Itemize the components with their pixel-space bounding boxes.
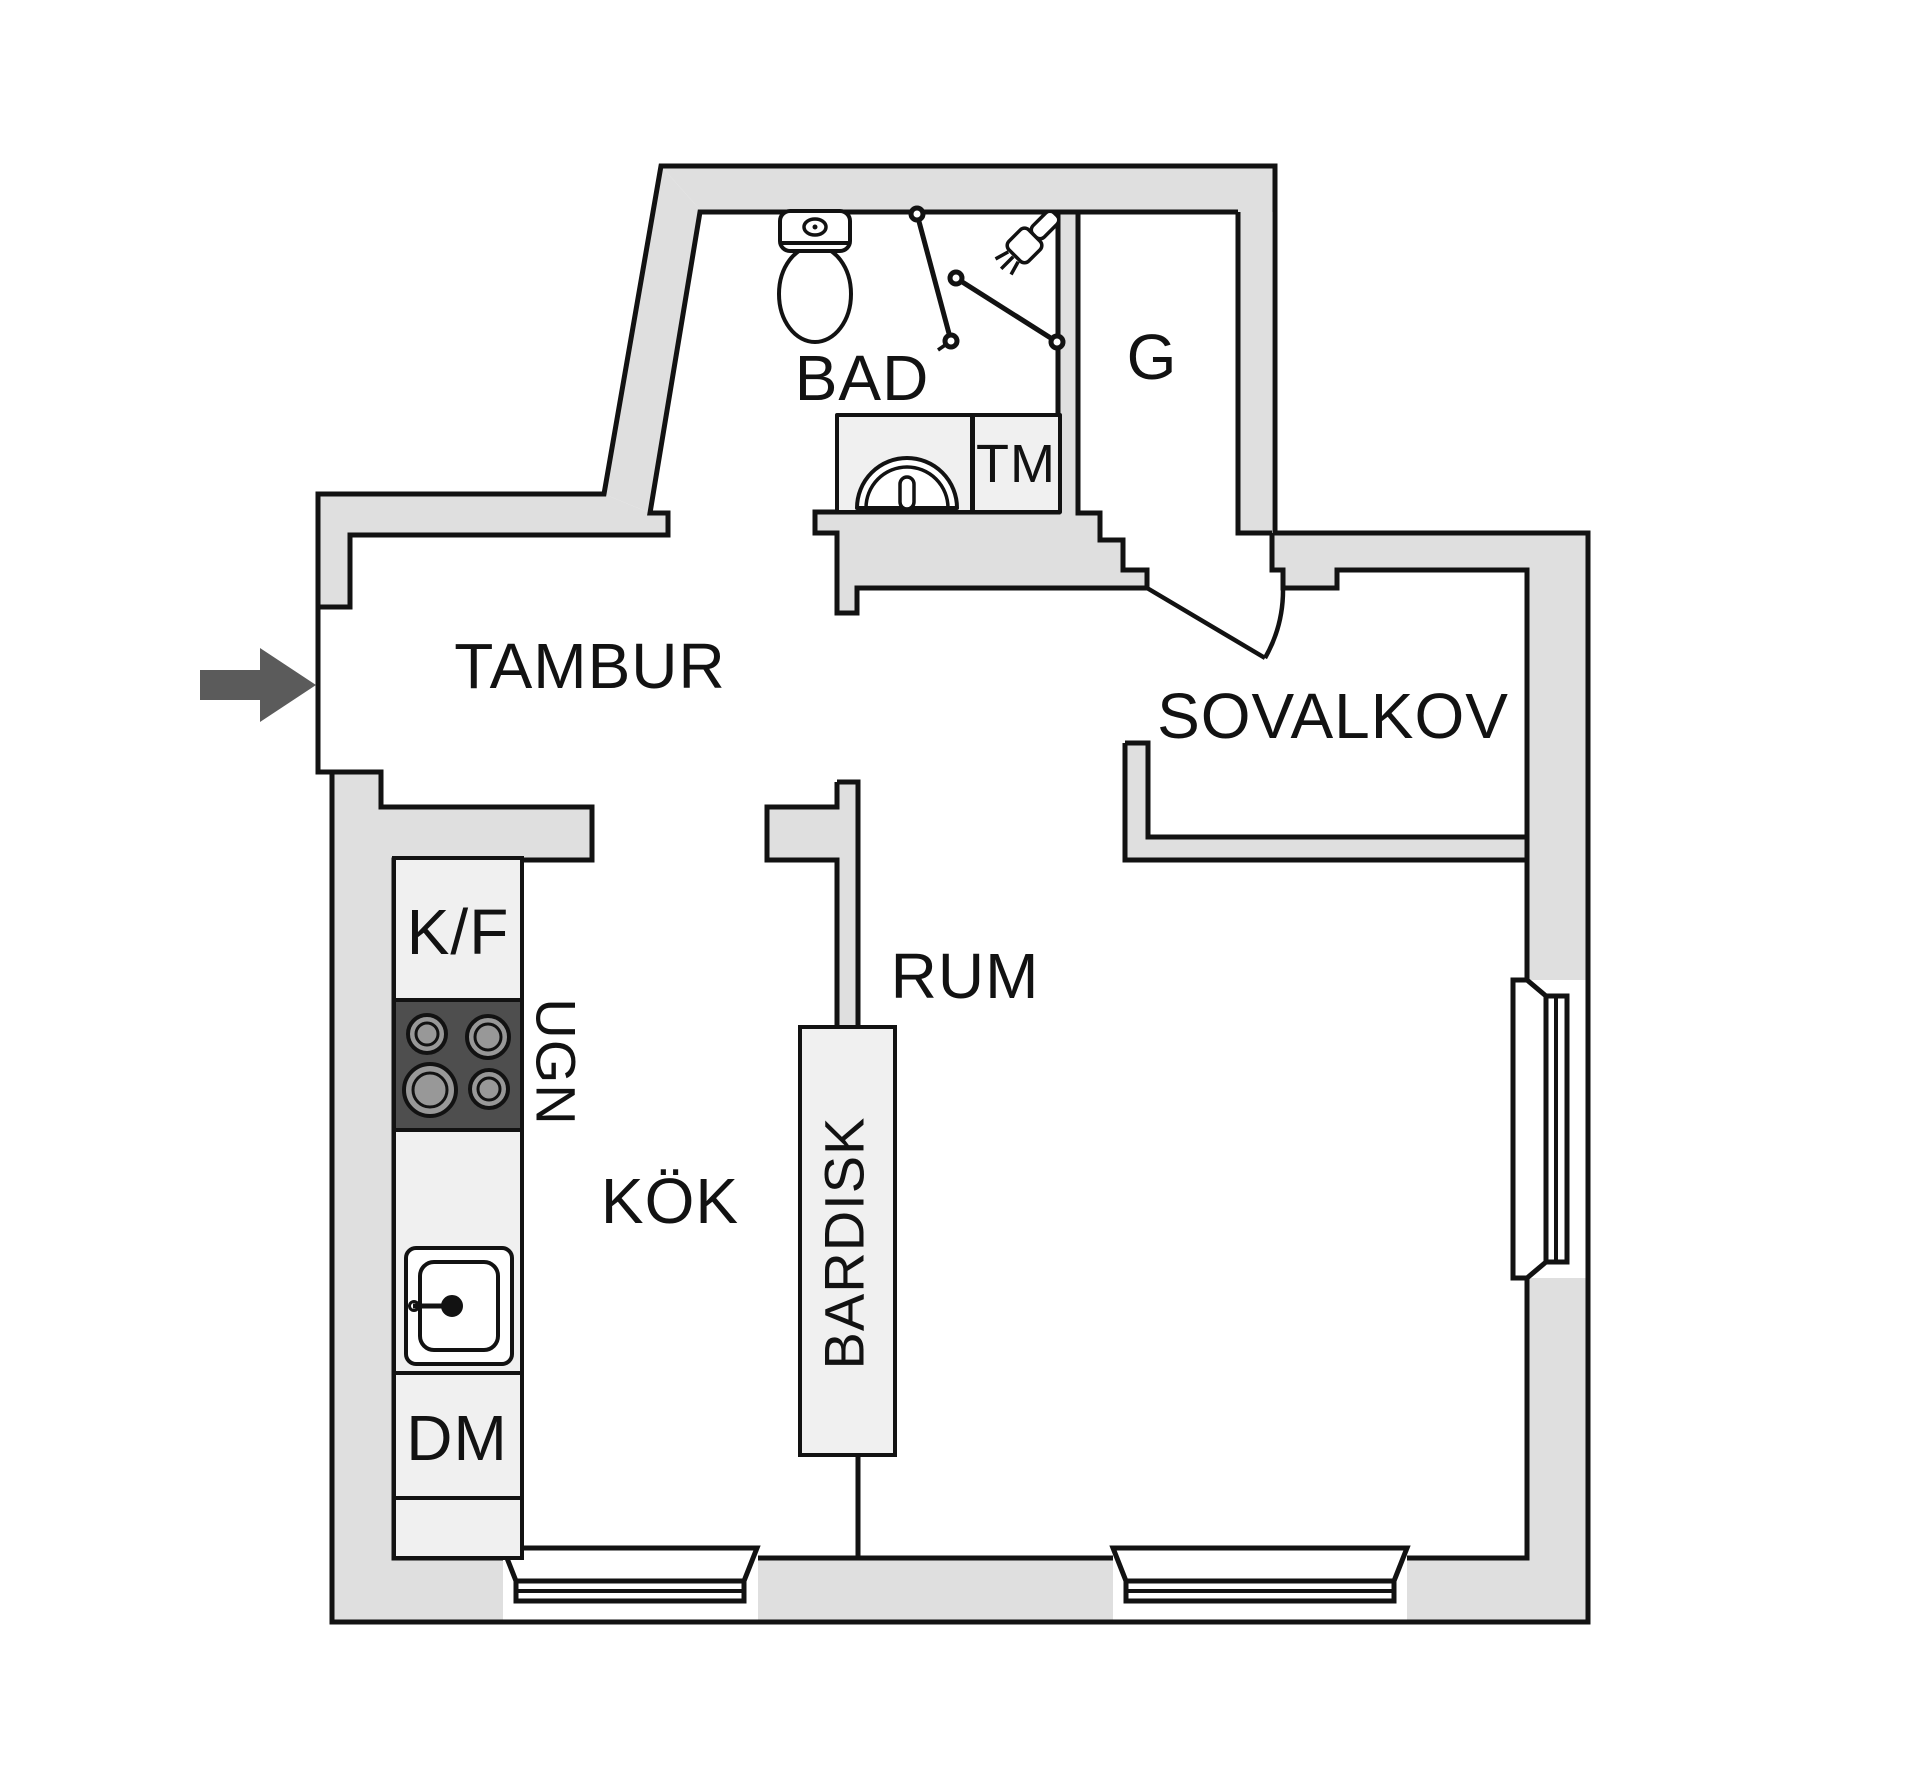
fixture-label-washing-machine: TM xyxy=(976,434,1056,494)
window-sill xyxy=(499,1545,761,1584)
stove-icon xyxy=(392,998,524,1132)
toilet-bowl xyxy=(777,244,853,344)
door-swing-arc xyxy=(1263,587,1286,660)
wall-divider-flange xyxy=(767,807,837,860)
fixture-label-oven: UGN xyxy=(525,998,588,1125)
bathroom-fixtures xyxy=(777,205,1066,514)
wall-left-upper xyxy=(318,494,350,607)
wall-topleft-band xyxy=(318,494,604,535)
wall-outlines xyxy=(315,163,1591,1625)
outline-outer-boundary xyxy=(315,163,1591,1625)
room-label-closet: G xyxy=(1127,321,1178,393)
window-rum-right xyxy=(1510,977,1570,1281)
fixture-label-bar-counter: BARDISK xyxy=(813,1117,876,1370)
window-rum-bottom xyxy=(1109,1545,1411,1604)
wall-tambur-kok-band xyxy=(381,807,592,860)
outline-tambur-bad-inner xyxy=(318,209,1238,610)
shower-head-icon xyxy=(994,209,1061,276)
room-label-rum: RUM xyxy=(891,940,1040,1012)
entry-arrow-icon xyxy=(200,648,316,722)
outline-alcove xyxy=(1122,740,1527,863)
wall-slant-foot xyxy=(604,494,668,535)
bath-sink-basin-inner xyxy=(864,465,950,509)
outline-sovalkov-top xyxy=(1269,533,1530,980)
walls xyxy=(318,166,1588,1622)
windows xyxy=(499,977,1570,1604)
room-label-tambur: TAMBUR xyxy=(454,630,725,702)
bath-sink-icon xyxy=(835,413,974,514)
wall-left-lower xyxy=(332,772,394,1622)
door-leaf xyxy=(1145,586,1267,660)
window-sill xyxy=(1109,1545,1411,1584)
wall-divider xyxy=(837,782,858,1027)
wall-bottom-right xyxy=(1407,1558,1588,1622)
wall-sovalkov-top xyxy=(1272,533,1588,570)
washing-machine-box xyxy=(971,413,1062,514)
kitchen-sink-icon xyxy=(404,1246,514,1366)
wall-bottom-middle xyxy=(758,1558,1113,1622)
room-label-kok: KÖK xyxy=(601,1165,739,1237)
fixture-label-dishwasher: DM xyxy=(406,1402,508,1474)
wall-top-band xyxy=(661,166,1275,212)
outline-divider xyxy=(764,779,861,1027)
outline-bath-bottom-band xyxy=(812,212,1150,616)
wall-sovalkov-top-tab xyxy=(1283,570,1337,588)
toilet-icon xyxy=(777,209,853,344)
window-kok-bottom xyxy=(499,1545,761,1604)
outline-right-lower xyxy=(1407,1278,1530,1561)
wall-alcove xyxy=(1125,743,1527,860)
wall-slanted xyxy=(604,166,702,513)
fixture-label-fridge-freezer: K/F xyxy=(407,896,510,968)
bar-counter-box xyxy=(798,1025,897,1457)
window-sill xyxy=(1510,977,1549,1281)
room-label-sovalkov: SOVALKOV xyxy=(1157,680,1509,752)
wall-closet-right xyxy=(1238,212,1272,533)
kitchen-fixtures xyxy=(392,856,897,1560)
room-label-bad: BAD xyxy=(795,342,930,414)
wall-right-upper xyxy=(1527,570,1588,980)
bath-sink-faucet xyxy=(898,475,916,511)
labels: TAMBUR BAD G SOVALKOV KÖK RUM K/F DM TM … xyxy=(406,321,1509,1474)
kitchen-end-cabinet xyxy=(392,1496,524,1560)
door-closet xyxy=(1145,586,1286,660)
shower-screen-icon xyxy=(908,205,1066,352)
toilet-button-dot xyxy=(812,224,818,230)
outline-closet-right-wall xyxy=(1235,212,1272,536)
